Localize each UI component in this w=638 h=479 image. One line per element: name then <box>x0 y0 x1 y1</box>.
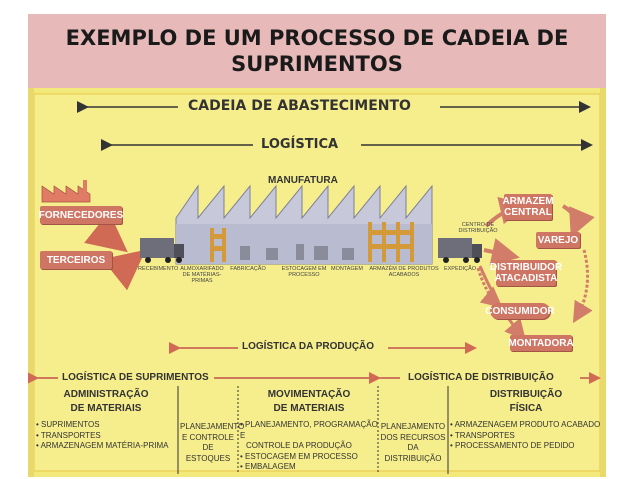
column-item: DOS RECURSOS <box>380 432 446 442</box>
column-item: • PROCESSAMENTO DE PEDIDO <box>450 441 575 450</box>
centro-distribuicao-label: CENTRO DE DISTRIBUIÇÃO <box>458 222 498 234</box>
title-line-1: EXEMPLO DE UM PROCESSO DE CADEIA DE <box>65 26 569 50</box>
column-heading: DISTRIBUIÇÃO <box>489 389 563 400</box>
column-administracao: ADMINISTRAÇÃO DE MATERIAIS • SUPRIMENTOS… <box>36 388 176 452</box>
column-item: • ESTOCAGEM EM PROCESSO <box>240 451 358 461</box>
supply-chain-diagram: CADEIA DE ABASTECIMENTO LOGÍSTICA MANUFA… <box>28 88 606 477</box>
column-item: • SUPRIMENTOS <box>36 420 100 429</box>
step-fabricacao: FABRICAÇÃO <box>230 266 266 272</box>
column-item: E CONTROLE <box>181 432 234 442</box>
column-item: DE ESTOQUES <box>185 443 231 463</box>
column-heading: ADMINISTRAÇÃO <box>63 389 149 400</box>
warehouse-shelves-icon <box>210 222 414 262</box>
column-item: DA DISTRIBUIÇÃO <box>384 443 442 463</box>
column-heading: FÍSICA <box>509 403 543 414</box>
varejo-box: VAREJO <box>536 232 580 248</box>
column-planejamento-recursos: PLANEJAMENTO DOS RECURSOS DA DISTRIBUIÇÃ… <box>380 422 446 464</box>
column-heading: MOVIMENTAÇÃO <box>267 389 351 400</box>
column-item: • EMBALAGEM <box>240 462 296 471</box>
fornecedores-box: FORNECEDORES <box>39 206 123 224</box>
consumidor-box: CONSUMIDOR <box>485 303 555 319</box>
arrow-fornecedores <box>84 211 128 253</box>
outbound-truck-icon <box>438 238 482 263</box>
column-item: PLANEJAMENTO <box>180 422 245 431</box>
logistica-distribuicao-label: LOGÍSTICA DE DISTRIBUIÇÃO <box>408 372 554 383</box>
logistica-producao-label: LOGÍSTICA DA PRODUÇÃO <box>242 341 375 352</box>
column-heading: DE MATERIAIS <box>273 403 345 414</box>
step-almoxarifado: ALMOXARIFADO DE MATÉRIAS-PRIMAS <box>180 266 224 284</box>
column-item: PLANEJAMENTO <box>380 422 446 431</box>
cadeia-label: CADEIA DE ABASTECIMENTO <box>188 98 411 114</box>
manufatura-label: MANUFATURA <box>268 175 338 186</box>
column-item: • TRANSPORTES <box>36 430 101 440</box>
inbound-truck-icon <box>140 238 184 263</box>
title-band: EXEMPLO DE UM PROCESSO DE CADEIA DE SUPR… <box>28 14 606 88</box>
column-item: • PLANEJAMENTO, PROGRAMAÇÃO E <box>240 420 378 440</box>
logistica-label: LOGÍSTICA <box>261 137 339 152</box>
column-item: • TRANSPORTES <box>450 430 515 440</box>
step-montagem: MONTAGEM <box>331 266 363 272</box>
arrow-varejo-consumidor <box>572 249 593 324</box>
step-expedicao: EXPEDIÇÃO <box>443 266 477 272</box>
armazem-central-box: ARMAZEM CENTRAL <box>502 194 554 220</box>
distribuidor-atacadista-box: DISTRIBUIDOR ATACADISTA <box>489 260 563 286</box>
supplier-factory-icon <box>41 180 91 203</box>
column-item: CONTROLE DA PRODUÇÃO <box>246 441 352 450</box>
machinery-icon <box>240 244 354 260</box>
column-movimentacao: MOVIMENTAÇÃO DE MATERIAIS • PLANEJAMENTO… <box>240 388 378 473</box>
terceiros-box: TERCEIROS <box>40 251 112 269</box>
column-heading: DE MATERIAIS <box>70 403 142 414</box>
column-distribuicao-fisica: DISTRIBUIÇÃO FÍSICA • ARMAZENAGEM PRODUT… <box>450 388 602 452</box>
montadora-box: MONTADORA <box>508 335 574 351</box>
logistica-suprimentos-label: LOGÍSTICA DE SUPRIMENTOS <box>62 372 209 383</box>
title-line-2: SUPRIMENTOS <box>231 52 403 76</box>
step-estocagem: ESTOCAGEM EM PROCESSO <box>281 266 327 278</box>
step-armazem-produtos: ARMAZÉM DE PRODUTOS ACABADOS <box>369 266 439 278</box>
column-item: • ARMAZENAGEM PRODUTO ACABADO <box>450 420 601 429</box>
arrow-terceiros <box>102 249 146 291</box>
arrow-to-varejo <box>561 204 595 238</box>
column-planejamento-estoques: PLANEJAMENTO E CONTROLE DE ESTOQUES <box>180 422 245 464</box>
column-item: • ARMAZENAGEM MATÉRIA-PRIMA <box>36 441 169 450</box>
step-recebimento: RECEBIMENTO <box>138 266 179 272</box>
arrow-to-distribuidor <box>483 238 520 266</box>
